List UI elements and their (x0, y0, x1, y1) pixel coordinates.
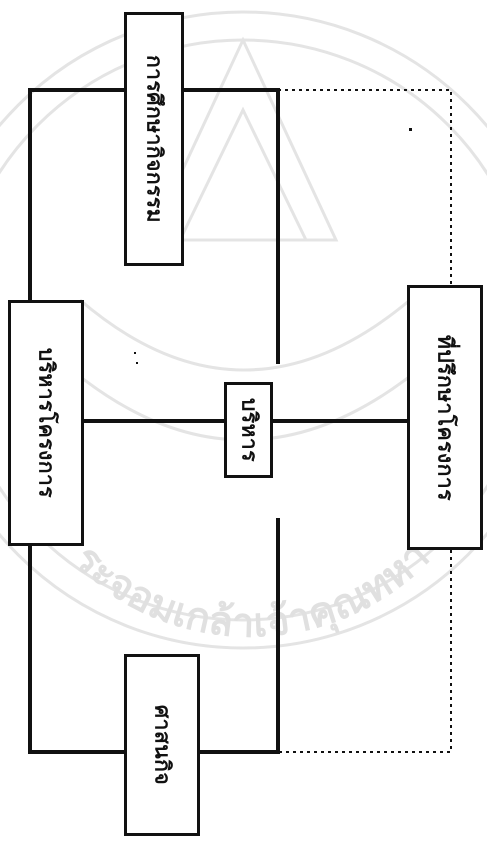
node-manage-project: บริหารโครงการ (8, 300, 84, 546)
dotted-advisor-bottom (278, 550, 451, 752)
node-activities-label: การศึกษากิจกรรม (138, 55, 171, 223)
node-admin-label: บริหาร (232, 398, 265, 462)
node-manage-project-label: บริหารโครงการ (30, 348, 63, 498)
node-advisor-label: ที่ปรึกษาโครงการ (429, 335, 462, 501)
node-activities: การศึกษากิจกรรม (124, 12, 184, 266)
connector-religion-to-admin (200, 520, 278, 752)
connector-manage-to-religion (30, 546, 124, 752)
node-religion: ศาสนกิจ (124, 654, 200, 836)
node-religion-label: ศาสนกิจ (146, 705, 179, 785)
node-admin: บริหาร (224, 382, 273, 478)
dotted-advisor-top (278, 90, 451, 285)
connector-manage-to-activities (30, 90, 124, 300)
connector-activities-to-admin (184, 90, 278, 362)
node-advisor: ที่ปรึกษาโครงการ (407, 285, 483, 550)
